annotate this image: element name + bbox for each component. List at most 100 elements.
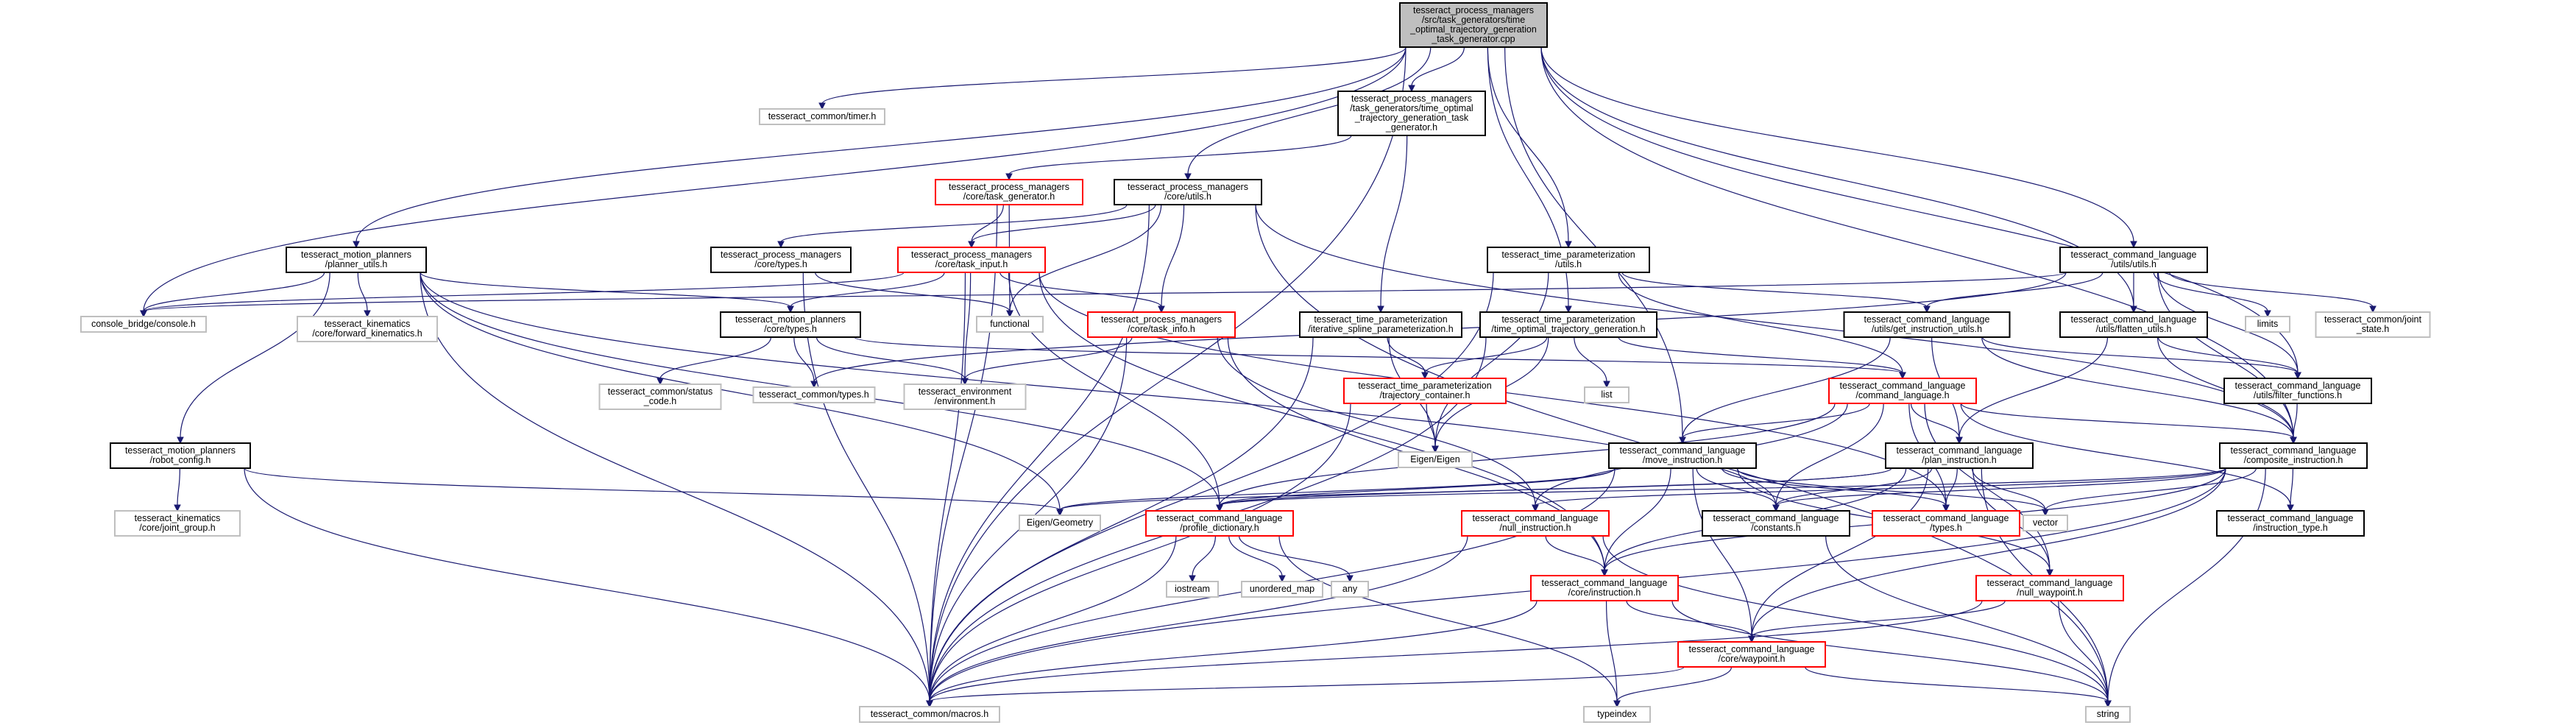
edge-line bbox=[1540, 46, 2134, 243]
edge-profile-dictionary-to-unordered-map bbox=[1228, 535, 1286, 583]
node-label-line: vector bbox=[2033, 517, 2058, 528]
edge-line bbox=[929, 403, 1351, 702]
node-traj-container[interactable]: tesseract_time_parameterization/trajecto… bbox=[1343, 378, 1507, 404]
edge-line bbox=[815, 272, 1011, 312]
edge-line bbox=[929, 204, 998, 702]
node-unordered-map: unordered_map bbox=[1241, 581, 1323, 598]
node-label-line: /utils/flatten_utils.h bbox=[2096, 324, 2172, 334]
edge-mp-core-types-to-status-code bbox=[657, 336, 772, 386]
node-label-line: /null_instruction.h bbox=[1499, 523, 1571, 533]
edge-root-to-planner-utils bbox=[353, 46, 1406, 249]
edge-arrowhead bbox=[1603, 381, 1610, 389]
edge-null-instruction-to-core-instruction bbox=[1545, 535, 1608, 577]
edge-line bbox=[1982, 336, 2299, 374]
edge-line bbox=[971, 204, 1004, 243]
node-box bbox=[598, 384, 722, 410]
node-topt-taskgen-h[interactable]: tesseract_process_managers/task_generato… bbox=[1337, 91, 1486, 136]
edge-line bbox=[854, 336, 1903, 374]
node-label-line: tesseract_time_parameterization bbox=[1501, 314, 1635, 325]
edge-planner-utils-to-robot-config bbox=[177, 272, 330, 445]
edge-line bbox=[1618, 272, 1903, 374]
edge-line bbox=[2153, 272, 2268, 312]
node-label-line: tesseract_motion_planners bbox=[301, 250, 411, 260]
node-pm-core-types[interactable]: tesseract_process_managers/core/types.h bbox=[710, 247, 852, 273]
node-constants[interactable]: tesseract_command_language/constants.h bbox=[1702, 510, 1850, 537]
node-core-utils[interactable]: tesseract_process_managers/core/utils.h bbox=[1114, 179, 1262, 205]
edge-line bbox=[1008, 135, 1352, 175]
node-profile-dictionary[interactable]: tesseract_command_language/profile_dicti… bbox=[1145, 510, 1294, 537]
edge-arrowhead bbox=[2290, 437, 2297, 445]
node-plan-instruction[interactable]: tesseract_command_language/plan_instruct… bbox=[1885, 442, 2034, 469]
node-cl-utils[interactable]: tesseract_command_language/utils/utils.h bbox=[2059, 247, 2208, 273]
edge-topt-gen-to-list bbox=[1574, 336, 1610, 389]
node-list: list bbox=[1584, 386, 1630, 403]
node-label-line: /core/types.h bbox=[764, 324, 817, 334]
edge-line bbox=[1380, 135, 1408, 308]
edge-line bbox=[2045, 467, 2257, 511]
node-null-waypoint[interactable]: tesseract_command_language/null_waypoint… bbox=[1975, 575, 2124, 601]
node-label-line: /plan_instruction.h bbox=[1922, 455, 1997, 465]
edge-arrowhead bbox=[2104, 700, 2112, 708]
node-cl-types[interactable]: tesseract_command_language/types.h bbox=[1872, 510, 2020, 537]
edge-line bbox=[1219, 467, 2226, 506]
node-instruction-type[interactable]: tesseract_command_language/instruction_t… bbox=[2216, 510, 2365, 537]
node-label-line: tesseract_common/macros.h bbox=[871, 709, 989, 719]
node-label-line: /core/joint_group.h bbox=[139, 523, 216, 533]
node-composite-instruction[interactable]: tesseract_command_language/composite_ins… bbox=[2219, 442, 2368, 469]
edge-line bbox=[1602, 535, 2109, 702]
node-move-instruction[interactable]: tesseract_command_language/move_instruct… bbox=[1608, 442, 1757, 469]
edge-line bbox=[1424, 336, 1548, 374]
node-label-line: tesseract_time_parameterization bbox=[1501, 250, 1635, 260]
edge-traj-container-to-eigen bbox=[1426, 403, 1439, 453]
edge-arrowhead bbox=[1956, 437, 1963, 445]
edge-line bbox=[244, 467, 1061, 511]
node-label-line: list bbox=[1601, 389, 1613, 400]
node-flatten-utils[interactable]: tesseract_command_language/utils/flatten… bbox=[2059, 311, 2208, 338]
node-label-line: tesseract_command_language bbox=[1620, 445, 1746, 456]
node-topt-gen[interactable]: tesseract_time_parameterization/time_opt… bbox=[1479, 311, 1657, 338]
node-label-line: tesseract_kinematics bbox=[325, 319, 411, 329]
node-label-line: tesseract_process_managers bbox=[1413, 5, 1534, 15]
node-core-task-generator[interactable]: tesseract_process_managers/core/task_gen… bbox=[935, 179, 1083, 205]
node-planner-utils[interactable]: tesseract_motion_planners/planner_utils.… bbox=[286, 247, 427, 273]
edge-profile-dictionary-to-iostream bbox=[1189, 535, 1217, 583]
node-filter-functions[interactable]: tesseract_command_language/utils/filter_… bbox=[2223, 378, 2372, 404]
edge-arrowhead bbox=[926, 700, 933, 708]
node-box bbox=[1331, 581, 1369, 598]
edge-arrowhead bbox=[1432, 445, 1439, 453]
node-core-waypoint[interactable]: tesseract_command_language/core/waypoint… bbox=[1677, 641, 1826, 668]
node-command-language[interactable]: tesseract_command_language/command_langu… bbox=[1828, 378, 1977, 404]
node-mp-core-types[interactable]: tesseract_motion_planners/core/types.h bbox=[720, 311, 861, 338]
edge-arrowhead bbox=[777, 241, 785, 249]
node-label-line: tesseract_time_parameterization bbox=[1314, 314, 1447, 325]
node-core-instruction[interactable]: tesseract_command_language/core/instruct… bbox=[1530, 575, 1679, 601]
edge-line bbox=[244, 467, 930, 702]
node-tp-utils[interactable]: tesseract_time_parameterization/utils.h bbox=[1487, 247, 1650, 273]
node-box bbox=[1399, 2, 1548, 48]
node-null-instruction[interactable]: tesseract_command_language/null_instruct… bbox=[1461, 510, 1610, 537]
node-task-info[interactable]: tesseract_process_managers/core/task_inf… bbox=[1087, 311, 1236, 338]
node-box bbox=[1975, 575, 2124, 601]
edge-arrowhead bbox=[364, 310, 371, 318]
node-box bbox=[1337, 91, 1486, 136]
edge-arrowhead bbox=[1216, 504, 1223, 512]
edge-line bbox=[929, 535, 1468, 702]
node-label-line: tesseract_common/types.h bbox=[759, 389, 868, 400]
node-get-instr-utils[interactable]: tesseract_command_language/utils/get_ins… bbox=[1843, 311, 2011, 338]
edge-arrowhead bbox=[140, 310, 147, 318]
node-iter-spline[interactable]: tesseract_time_parameterization/iterativ… bbox=[1299, 311, 1462, 338]
node-robot-config[interactable]: tesseract_motion_planners/robot_config.h bbox=[110, 442, 251, 469]
edge-flatten-utils-to-filter-functions bbox=[2157, 336, 2301, 380]
edge-line bbox=[1825, 535, 2109, 702]
edge-plan-instruction-to-constants bbox=[1772, 467, 1933, 512]
node-task-input[interactable]: tesseract_process_managers/core/task_inp… bbox=[897, 247, 1046, 273]
node-label-line: tesseract_command_language bbox=[1897, 445, 2023, 456]
edge-core-waypoint-to-string bbox=[1805, 666, 2112, 708]
node-box bbox=[2216, 510, 2365, 537]
edge-line bbox=[821, 46, 1406, 105]
edge-arrowhead bbox=[1565, 305, 1572, 314]
node-root[interactable]: tesseract_process_managers/src/task_gene… bbox=[1399, 2, 1548, 48]
edge-line bbox=[1682, 336, 1891, 439]
edge-line bbox=[929, 600, 1983, 702]
node-box bbox=[1166, 581, 1219, 598]
